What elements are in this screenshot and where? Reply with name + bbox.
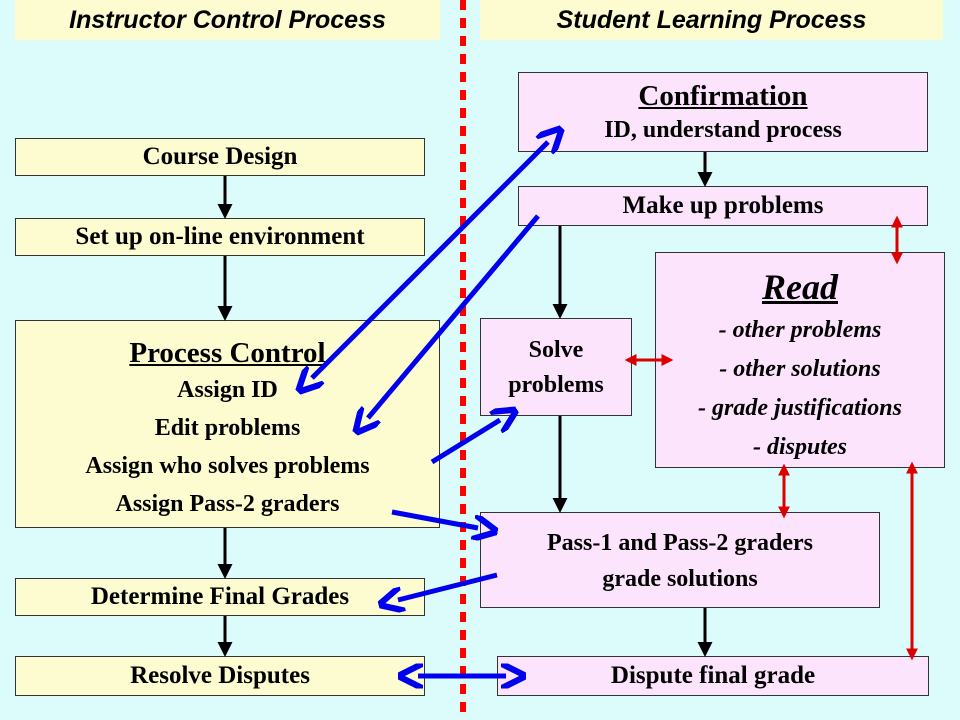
cross-arrow xyxy=(430,420,500,465)
process-control-item: Edit problems xyxy=(154,415,301,441)
process-control-title: Process Control xyxy=(129,337,326,369)
read-item: - other solutions xyxy=(719,356,881,382)
make-up-problems-box: Make up problems xyxy=(518,186,928,226)
graders-line: Pass-1 and Pass-2 graders xyxy=(546,530,813,556)
confirmation-subtitle: ID, understand process xyxy=(604,117,842,143)
student-header: Student Learning Process xyxy=(480,0,943,40)
cross-arrow xyxy=(312,142,548,378)
graders-box: Pass-1 and Pass-2 graders grade solution… xyxy=(480,512,880,608)
process-control-item: Assign who solves problems xyxy=(85,453,370,479)
graders-line: grade solutions xyxy=(602,566,758,592)
process-control-item: Assign ID xyxy=(177,377,278,403)
cross-arrow xyxy=(368,214,540,418)
final-grades-box: Determine Final Grades xyxy=(15,578,425,616)
confirmation-title: Confirmation xyxy=(638,80,808,112)
process-control-item: Assign Pass-2 graders xyxy=(115,491,340,517)
dispute-final-grade-box: Dispute final grade xyxy=(497,656,929,696)
instructor-header: Instructor Control Process xyxy=(15,0,440,40)
resolve-disputes-box: Resolve Disputes xyxy=(15,656,425,696)
confirmation-box: Confirmation ID, understand process xyxy=(518,72,928,152)
read-item: - other problems xyxy=(718,317,882,343)
cross-arrow xyxy=(398,572,498,600)
read-box: Read - other problems - other solutions … xyxy=(655,252,945,468)
cross-arrow xyxy=(391,509,478,528)
read-item: - disputes xyxy=(752,434,847,460)
read-title: Read xyxy=(762,267,838,307)
read-item: - grade justifications xyxy=(697,395,902,421)
